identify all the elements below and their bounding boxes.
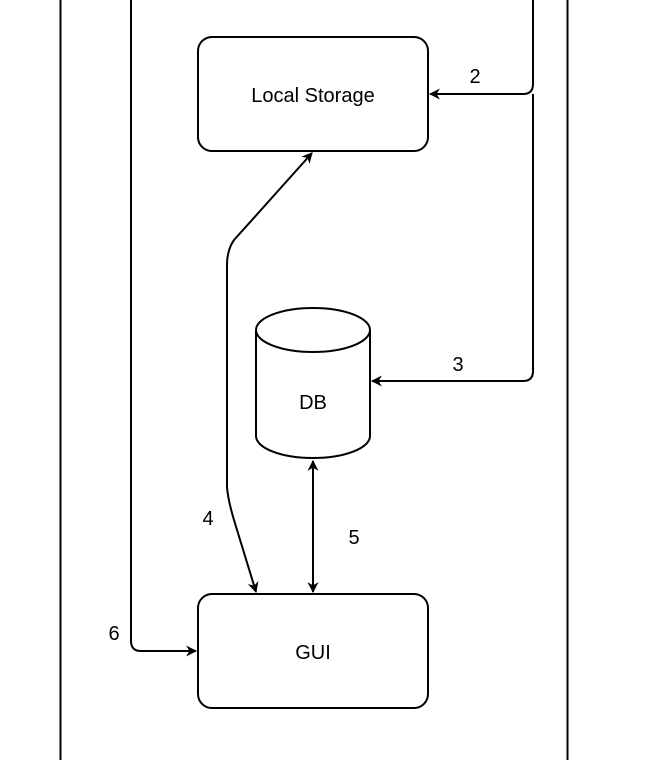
node-local-storage-label: Local Storage — [251, 85, 374, 107]
edge-3[interactable]: 3 — [370, 94, 534, 387]
edge-2[interactable]: 2 — [428, 0, 534, 100]
edge-6[interactable]: 6 — [108, 0, 198, 657]
edge-4[interactable]: 4 — [202, 152, 313, 594]
node-gui-label: GUI — [295, 642, 331, 664]
edge-2-label: 2 — [469, 66, 480, 88]
node-db-label: DB — [299, 392, 327, 414]
edge-6-label: 6 — [108, 623, 119, 645]
node-local-storage[interactable]: Local Storage — [197, 36, 429, 152]
node-gui[interactable]: GUI — [197, 593, 429, 709]
edge-5[interactable]: 5 — [307, 459, 360, 594]
edge-4-label: 4 — [202, 508, 213, 530]
node-db[interactable]: DB — [255, 307, 371, 459]
edge-5-label: 5 — [348, 527, 359, 549]
edge-3-label: 3 — [452, 354, 463, 376]
